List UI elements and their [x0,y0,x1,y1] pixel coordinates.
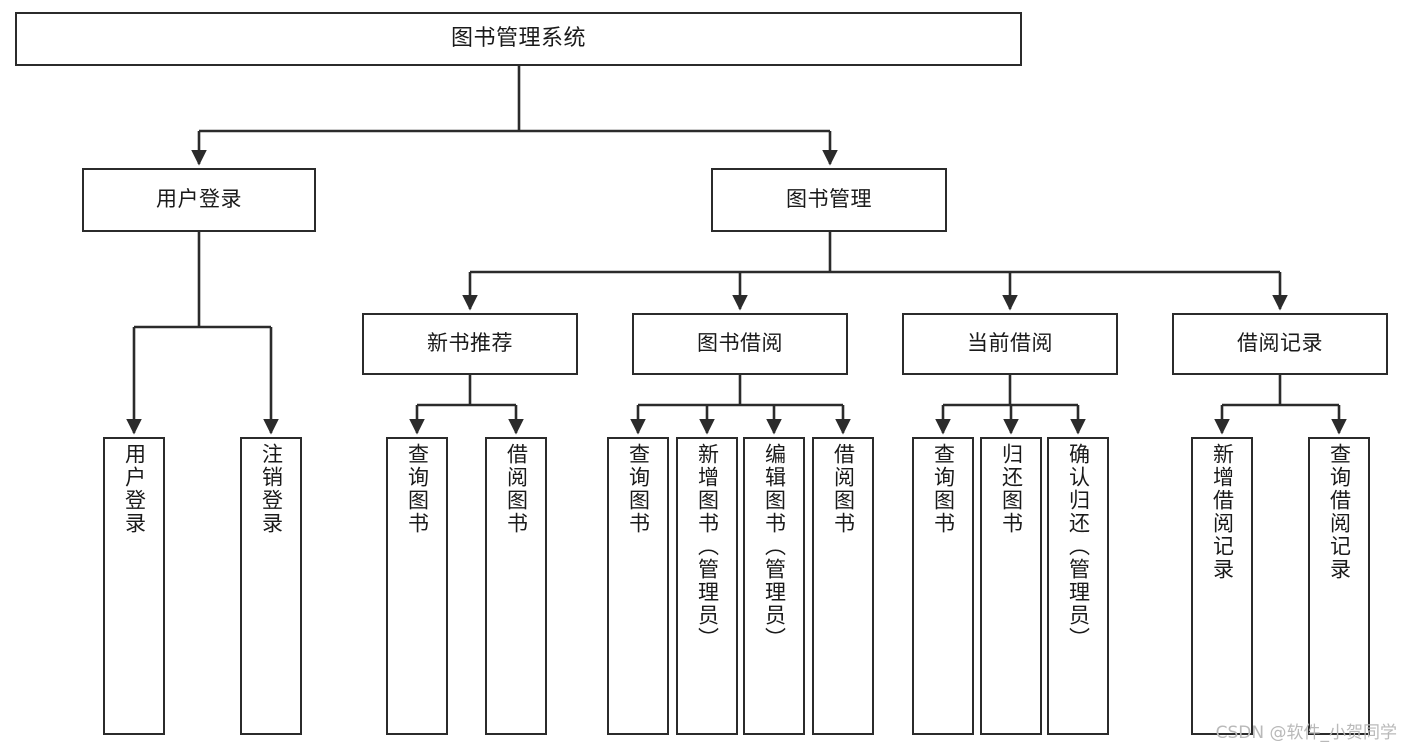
node-borrow-record-label: 借阅记录 [1237,331,1323,356]
node-root-label: 图书管理系统 [450,25,586,51]
node-current-borrow-label: 当前借阅 [967,331,1053,356]
leaf-book-borrow-query-label: 查询图书 [626,443,651,535]
node-new-book-recommend[interactable]: 新书推荐 [362,313,578,375]
leaf-current-borrow-return-label: 归还图书 [999,443,1024,535]
node-root[interactable]: 图书管理系统 [15,12,1022,66]
leaf-current-borrow-query-label: 查询图书 [931,443,956,535]
csdn-watermark: CSDN @软件_小贺同学 [1215,723,1397,743]
leaf-new-book-query[interactable]: 查询图书 [386,437,448,735]
leaf-book-borrow-edit[interactable]: 编辑图书（管理员） [743,437,805,735]
leaf-book-borrow-query[interactable]: 查询图书 [607,437,669,735]
leaf-borrow-record-add-label: 新增借阅记录 [1210,443,1235,581]
node-new-book-recommend-label: 新书推荐 [427,331,513,356]
leaf-book-borrow-borrow[interactable]: 借阅图书 [812,437,874,735]
leaf-borrow-record-add[interactable]: 新增借阅记录 [1191,437,1253,735]
node-book-management-label: 图书管理 [786,187,872,212]
leaf-book-borrow-add[interactable]: 新增图书（管理员） [676,437,738,735]
node-book-borrow-label: 图书借阅 [697,331,783,356]
leaf-new-book-borrow[interactable]: 借阅图书 [485,437,547,735]
leaf-user-login-login[interactable]: 用户登录 [103,437,165,735]
leaf-book-borrow-add-label: 新增图书（管理员） [695,443,720,650]
node-current-borrow[interactable]: 当前借阅 [902,313,1118,375]
node-user-login[interactable]: 用户登录 [82,168,316,232]
node-user-login-label: 用户登录 [156,187,242,212]
leaf-borrow-record-query-label: 查询借阅记录 [1327,443,1352,581]
leaf-user-login-login-label: 用户登录 [122,443,147,535]
leaf-new-book-query-label: 查询图书 [405,443,430,535]
node-borrow-record[interactable]: 借阅记录 [1172,313,1388,375]
leaf-new-book-borrow-label: 借阅图书 [504,443,529,535]
leaf-current-borrow-query[interactable]: 查询图书 [912,437,974,735]
leaf-current-borrow-confirm-return-label: 确认归还（管理员） [1066,443,1091,650]
node-book-borrow[interactable]: 图书借阅 [632,313,848,375]
leaf-user-login-logout[interactable]: 注销登录 [240,437,302,735]
leaf-current-borrow-confirm-return[interactable]: 确认归还（管理员） [1047,437,1109,735]
leaf-book-borrow-borrow-label: 借阅图书 [831,443,856,535]
leaf-user-login-logout-label: 注销登录 [259,443,284,535]
leaf-book-borrow-edit-label: 编辑图书（管理员） [762,443,787,650]
leaf-borrow-record-query[interactable]: 查询借阅记录 [1308,437,1370,735]
leaf-current-borrow-return[interactable]: 归还图书 [980,437,1042,735]
node-book-management[interactable]: 图书管理 [711,168,947,232]
